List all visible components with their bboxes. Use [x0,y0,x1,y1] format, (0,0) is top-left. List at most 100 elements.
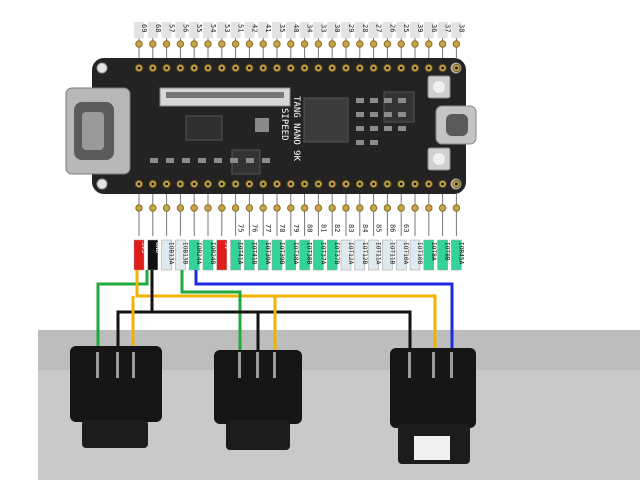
top-pin-marker [300,40,309,48]
board-pad-hole [234,66,238,70]
top-pin-label-box [244,22,255,38]
bottom-pin-number: 76 [250,224,258,232]
board-pad-hole [179,66,182,70]
top-pin-label-box [341,22,351,38]
top-pin-number: 30 [333,24,341,32]
bottom-pin-marker [411,204,419,212]
board-pad-hole [206,182,210,186]
bottom-pin-label: IOT37B [333,242,340,265]
board-pad-hole [261,182,265,186]
board-pad-hole [358,182,362,186]
top-pin-marker [135,40,143,48]
bottom-pin-marker [369,204,378,212]
bottom-pin-label-box [423,239,435,271]
usb-bridge-chip [383,91,415,123]
bottom-pin-label-box [368,239,379,271]
top-pin-label-box [216,22,227,38]
top-pin-label-box [175,22,186,38]
bottom-pin-label-box [437,239,448,271]
top-pin-marker [438,40,447,48]
bottom-pin-number: 75 [237,224,245,232]
bottom-pin-marker [162,204,171,212]
board-pad-hole [206,66,210,70]
bottom-pin-marker [135,204,143,212]
bottom-pin-label-box [340,239,352,271]
board-pad-hole [303,182,306,186]
top-pin-number: 33 [319,24,327,32]
bottom-pin-label: IOT41A [237,242,244,265]
flash-chip [185,115,223,141]
top-pin-number: 27 [375,24,383,32]
board-pad-hole [372,66,375,70]
bottom-pin-label: IOB13A [168,242,175,265]
bottom-pin-label: IOT38A [292,242,299,265]
rgb-led [255,118,269,132]
board-pad-hole [372,182,375,186]
wire-black-2 [152,310,412,350]
smd-part [198,158,206,163]
board-pad-hole [275,66,279,70]
board-pad-hole [399,66,403,70]
bottom-pin-marker [397,204,405,212]
board-pad-hole [441,66,444,70]
bottom-pin-label-box [216,239,228,271]
board-pad-hole [455,182,458,186]
bottom-pin-marker [259,204,267,212]
top-pin-number: 36 [430,24,438,32]
bottom-pin-label-box [188,239,200,271]
bottom-pin-label-box [161,239,172,271]
board-pad-hole [386,66,389,70]
top-pin-marker [149,40,157,48]
bottom-pin-label: IOB13B [181,242,188,265]
top-pin-marker [204,40,212,48]
top-pin-label-box [272,22,282,38]
bottom-pin-label: IOT37A [319,242,326,265]
bottom-pin-label: IOR45A [457,242,464,265]
board-pad-hole [165,66,169,70]
board-pad-hole [234,182,238,186]
bottom-pin-marker [231,204,240,212]
smd-part [370,112,378,117]
top-pin-label-box [258,22,269,38]
bottom-pin-label: IOT11A [375,242,382,265]
bottom-pin-marker [383,204,392,212]
smd-part [370,126,378,131]
bottom-pin-number: 63 [402,224,410,232]
board-pad-hole [137,66,141,70]
smd-part [356,112,364,117]
top-pin-label-box [189,22,200,38]
smd-part [214,158,222,163]
top-pin-marker [397,40,405,48]
wires [96,270,454,350]
board-pad-hole [344,66,348,70]
top-pin-marker [190,40,198,48]
smd-part [262,158,270,163]
smd-part [182,158,190,163]
bottom-pin-number: 85 [375,224,383,232]
bottom-pin-label: IOT11B [388,242,395,265]
top-pin-label-box [147,22,158,38]
top-pin-label-box [313,22,324,38]
bottom-pin-label-box [175,239,186,271]
smd-part [356,126,364,131]
top-pin-marker [162,40,171,48]
bottom-pin-number: 86 [388,224,396,232]
board-pad-hole [179,182,182,186]
top-pin-number: 34 [306,24,314,32]
top-pin-number: 39 [416,24,424,32]
bottom-pin-marker [438,204,447,212]
top-pin-number: 51 [237,24,245,32]
top-pin-label-box [410,22,420,38]
board-pad-hole [399,182,403,186]
top-pin-marker [452,40,461,48]
top-pin-label-box [354,22,365,38]
optical-jack-2 [214,350,302,450]
smd-part [246,158,254,163]
smd-components [150,98,406,163]
bottom-pin-marker [204,204,212,212]
bottom-pin-marker [149,204,157,212]
top-pin-number: 53 [223,24,231,32]
